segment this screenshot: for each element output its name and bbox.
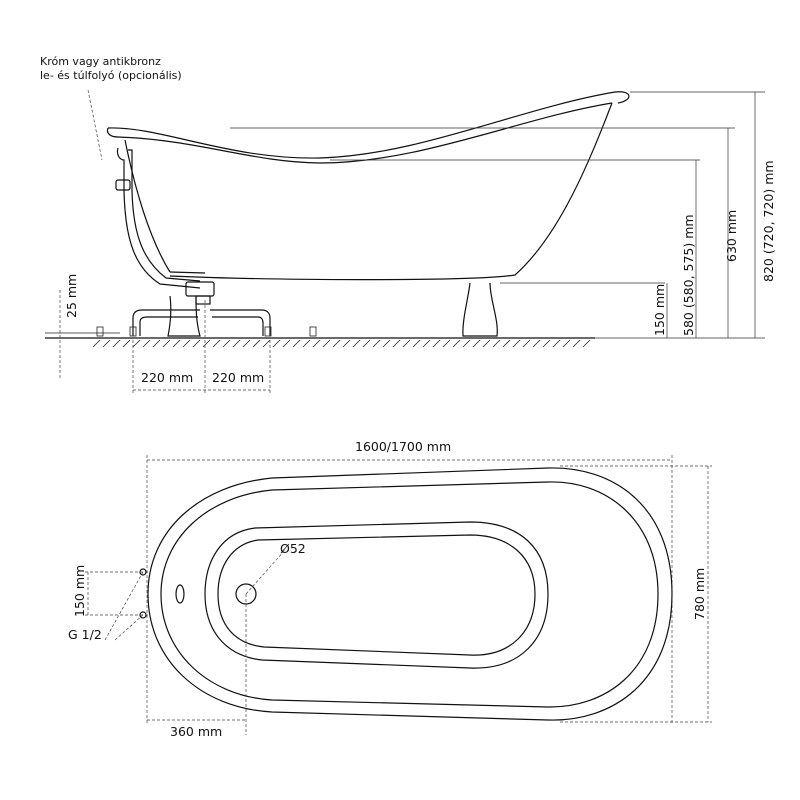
dim-width: 780 mm (692, 568, 707, 620)
tap-holes (85, 568, 148, 641)
tub-rim-inner (160, 481, 659, 708)
top-view: 1600/1700 mm 780 mm Ø52 360 mm (68, 439, 712, 739)
width-dimension (560, 465, 712, 723)
length-dimension (146, 455, 673, 725)
note-line-2: le- és túlfolyó (opcionális) (40, 69, 182, 82)
dim-length: 1600/1700 mm (355, 439, 451, 454)
drain-diameter: Ø52 (280, 541, 306, 556)
note-line-1: Króm vagy antikbronz (40, 55, 161, 68)
floor (45, 332, 595, 348)
offset-dimension (132, 340, 271, 395)
dim-tap-spacing: 150 mm (72, 565, 87, 617)
dim-left-offset: 220 mm (141, 370, 193, 385)
dim-rim-height: 630 mm (724, 210, 739, 262)
side-view: Króm vagy antikbronz le- és túlfolyó (op… (40, 55, 776, 395)
note-leader (87, 89, 103, 161)
dim-inner-height: 580 (580, 575) mm (681, 214, 696, 336)
tap-thread: G 1/2 (68, 627, 102, 642)
dim-drain-offset: 360 mm (170, 724, 222, 739)
height-dimension-lines (59, 92, 756, 378)
dim-leg-height: 150 mm (652, 284, 667, 336)
overflow-hole (175, 584, 185, 604)
tub-side-profile (96, 91, 630, 395)
dim-right-offset: 220 mm (212, 370, 264, 385)
tub-basin-outer (204, 521, 549, 669)
height-reference-lines (230, 91, 765, 339)
dim-feet-height: 25 mm (64, 274, 79, 318)
tub-outer-outline (147, 467, 673, 721)
tub-basin-inner (217, 534, 536, 656)
dim-total-height: 820 (720, 720) mm (761, 160, 776, 282)
